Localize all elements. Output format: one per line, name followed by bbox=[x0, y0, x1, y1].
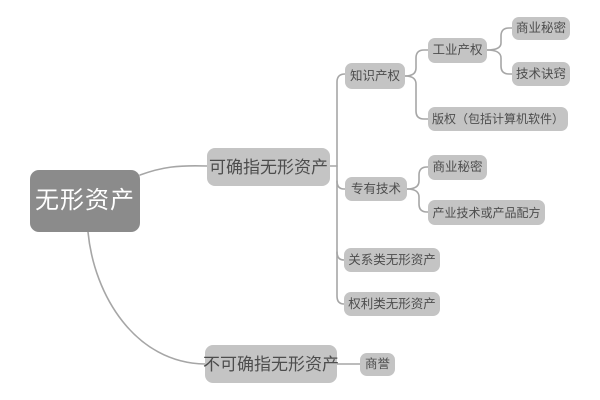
node-relationship-intangibles: 关系类无形资产 bbox=[344, 248, 440, 272]
edge-ip-to-copyright bbox=[404, 75, 429, 120]
edge-trunk-to-relationship bbox=[336, 251, 345, 261]
edge-root-to-identifiable bbox=[139, 164, 208, 176]
node-proprietary-technology: 专有技术 bbox=[345, 177, 407, 201]
node-copyright-incl-software: 版权（包括计算机软件） bbox=[428, 107, 568, 131]
node-industrial-tech-or-formula: 产业技术或产品配方 bbox=[428, 200, 545, 225]
node-intangible-assets: 无形资产 bbox=[30, 170, 140, 232]
edge-proprietary-to-tradesecret2 bbox=[406, 166, 429, 190]
node-rights-intangibles: 权利类无形资产 bbox=[344, 292, 440, 316]
node-industrial-property: 工业产权 bbox=[428, 38, 487, 63]
edge-industrial-to-knowhow bbox=[486, 49, 513, 75]
edge-proprietary-to-formula bbox=[406, 188, 429, 213]
node-goodwill: 商誉 bbox=[360, 353, 395, 376]
node-unidentifiable-intangibles: 不可确指无形资产 bbox=[203, 345, 339, 383]
node-technical-knowhow: 技术诀窍 bbox=[512, 62, 570, 86]
edge-ip-to-industrial bbox=[404, 49, 429, 77]
edge-industrial-to-tradesecret1 bbox=[486, 27, 513, 51]
edge-trunk-to-proprietary bbox=[336, 180, 346, 190]
node-trade-secret-1: 商业秘密 bbox=[512, 17, 570, 40]
node-trade-secret-2: 商业秘密 bbox=[428, 155, 487, 180]
node-identifiable-intangibles: 可确指无形资产 bbox=[207, 148, 330, 186]
edge-trunk-vertical bbox=[336, 73, 346, 305]
node-intellectual-property: 知识产权 bbox=[345, 63, 405, 89]
edge-root-to-unidentifiable bbox=[87, 231, 206, 365]
